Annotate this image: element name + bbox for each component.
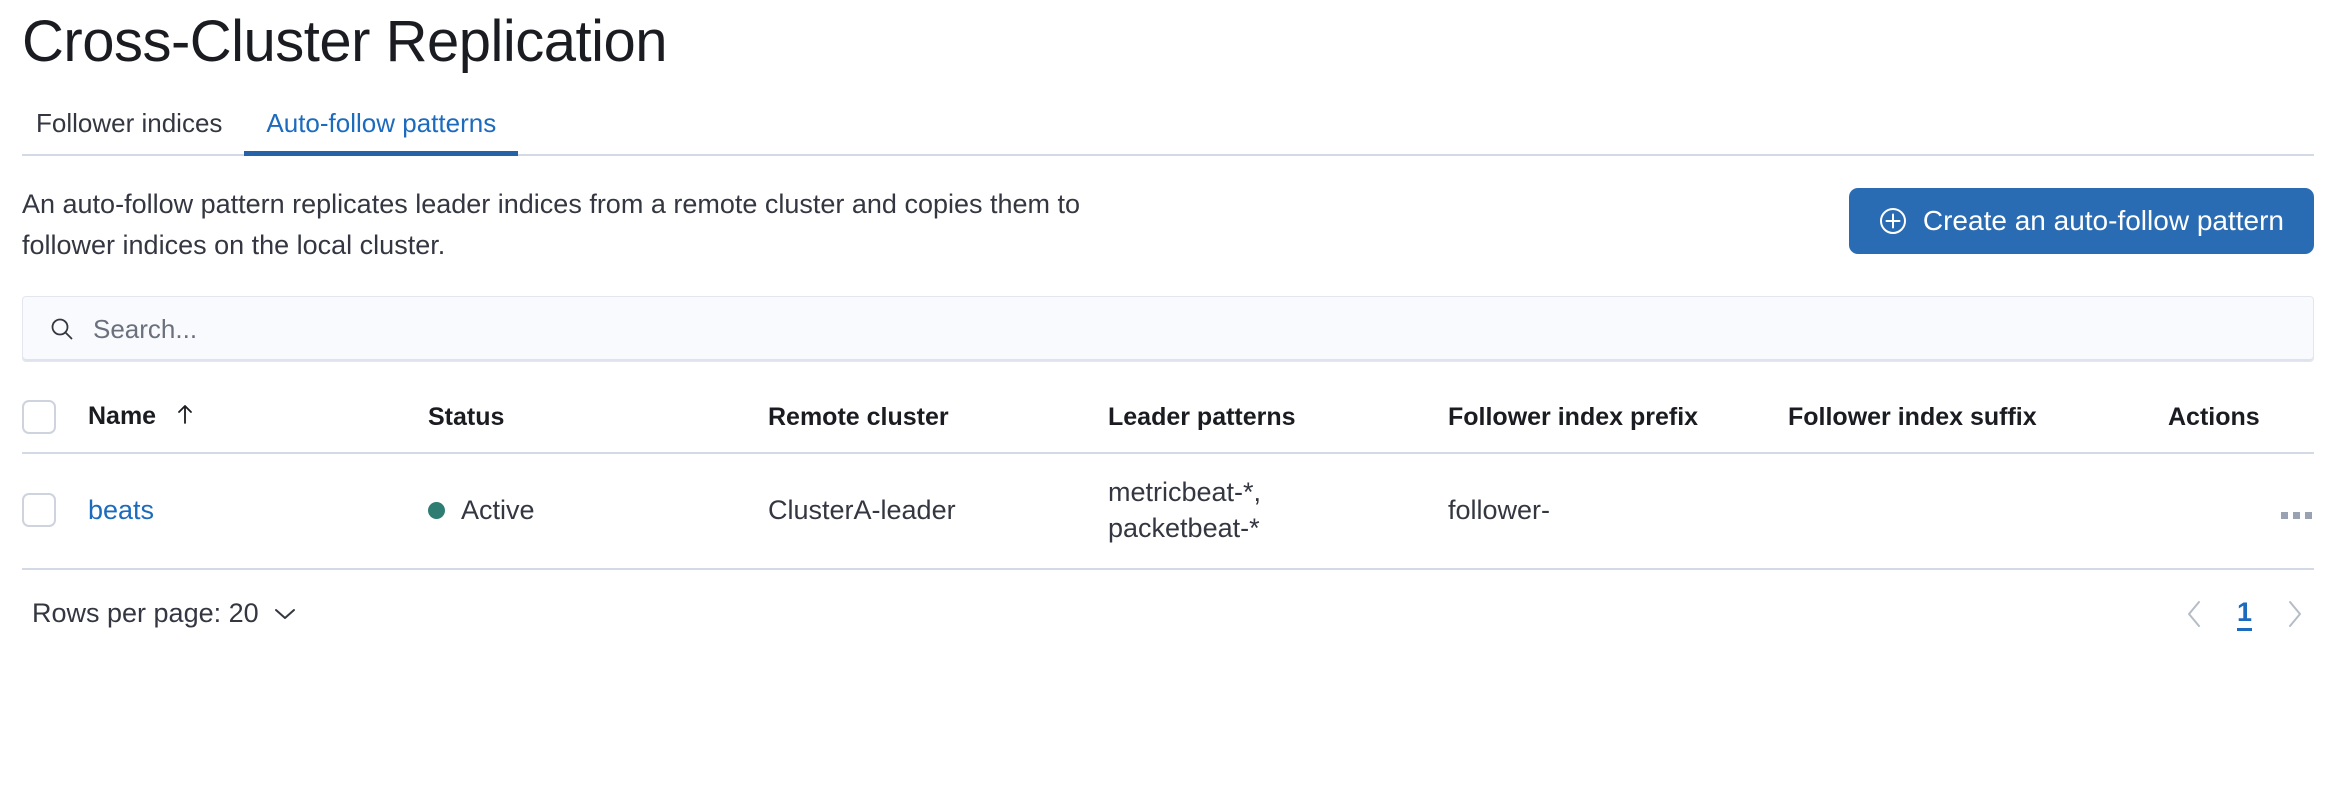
create-auto-follow-pattern-button[interactable]: Create an auto-follow pattern	[1848, 188, 2314, 254]
arrow-up-icon	[175, 403, 195, 432]
column-header-remote-cluster-label: Remote cluster	[768, 402, 949, 431]
intro-description: An auto-follow pattern replicates leader…	[22, 189, 1081, 260]
pattern-name-link[interactable]: beats	[88, 494, 155, 525]
column-header-follower-index-suffix[interactable]: Follower index suffix	[1788, 390, 2168, 454]
column-header-status-label: Status	[428, 402, 505, 431]
plus-in-circle-icon	[1879, 207, 1907, 235]
tab-follower-indices[interactable]: Follower indices	[22, 108, 244, 154]
column-header-status[interactable]: Status	[428, 390, 768, 454]
cell-actions	[2168, 453, 2314, 570]
column-header-follower-index-suffix-label: Follower index suffix	[1788, 402, 2037, 431]
row-select-checkbox[interactable]	[22, 493, 56, 527]
column-header-follower-index-prefix[interactable]: Follower index prefix	[1448, 390, 1788, 454]
column-header-name-label: Name	[88, 402, 157, 431]
column-header-leader-patterns[interactable]: Leader patterns	[1108, 390, 1448, 454]
cell-status: Active	[428, 453, 768, 570]
row-select-cell	[22, 453, 88, 570]
cell-follower-index-prefix: follower-	[1448, 453, 1788, 570]
chevron-right-icon[interactable]	[2286, 599, 2304, 629]
select-all-checkbox[interactable]	[22, 400, 56, 434]
cell-name: beats	[88, 453, 428, 570]
column-header-name[interactable]: Name	[88, 390, 428, 454]
column-header-follower-index-prefix-label: Follower index prefix	[1448, 402, 1699, 431]
column-header-actions: Actions	[2168, 390, 2314, 454]
tab-follower-indices-label: Follower indices	[36, 108, 223, 138]
tab-auto-follow-patterns-label: Auto-follow patterns	[266, 108, 497, 138]
search-input[interactable]	[93, 313, 2287, 345]
column-header-leader-patterns-label: Leader patterns	[1108, 402, 1296, 431]
create-auto-follow-pattern-label: Create an auto-follow pattern	[1922, 205, 2284, 236]
table-row: beats Active ClusterA-leader metricbeat-…	[22, 453, 2314, 570]
tab-auto-follow-patterns[interactable]: Auto-follow patterns	[244, 108, 519, 156]
column-header-actions-label: Actions	[2168, 402, 2260, 431]
pagination: 1	[2185, 596, 2304, 631]
status-badge: Active	[461, 494, 535, 525]
table-header-row: Name Status Remote cluster Leader patter…	[22, 390, 2314, 454]
cell-leader-patterns: metricbeat-*, packetbeat-*	[1108, 453, 1448, 570]
pagination-page-1[interactable]: 1	[2236, 596, 2252, 631]
search-bar[interactable]	[22, 296, 2314, 362]
chevron-left-icon[interactable]	[2185, 599, 2203, 629]
status-dot-icon	[428, 501, 445, 519]
cell-follower-index-suffix	[1788, 453, 2168, 570]
column-header-remote-cluster[interactable]: Remote cluster	[768, 390, 1108, 454]
auto-follow-patterns-table: Name Status Remote cluster Leader patter…	[22, 390, 2314, 570]
cell-remote-cluster: ClusterA-leader	[768, 453, 1108, 570]
page-title: Cross-Cluster Replication	[22, 9, 668, 74]
table-footer: Rows per page: 20 1	[22, 596, 2314, 631]
rows-per-page-label: Rows per page: 20	[32, 598, 259, 628]
search-icon	[49, 316, 75, 342]
rows-per-page-select[interactable]: Rows per page: 20	[32, 598, 297, 629]
ellipsis-horizontal-icon[interactable]	[2279, 506, 2314, 525]
intro-section: An auto-follow pattern replicates leader…	[22, 184, 2314, 266]
chevron-down-icon	[273, 598, 297, 629]
select-all-header	[22, 390, 88, 454]
tab-bar: Follower indices Auto-follow patterns	[22, 102, 2314, 156]
